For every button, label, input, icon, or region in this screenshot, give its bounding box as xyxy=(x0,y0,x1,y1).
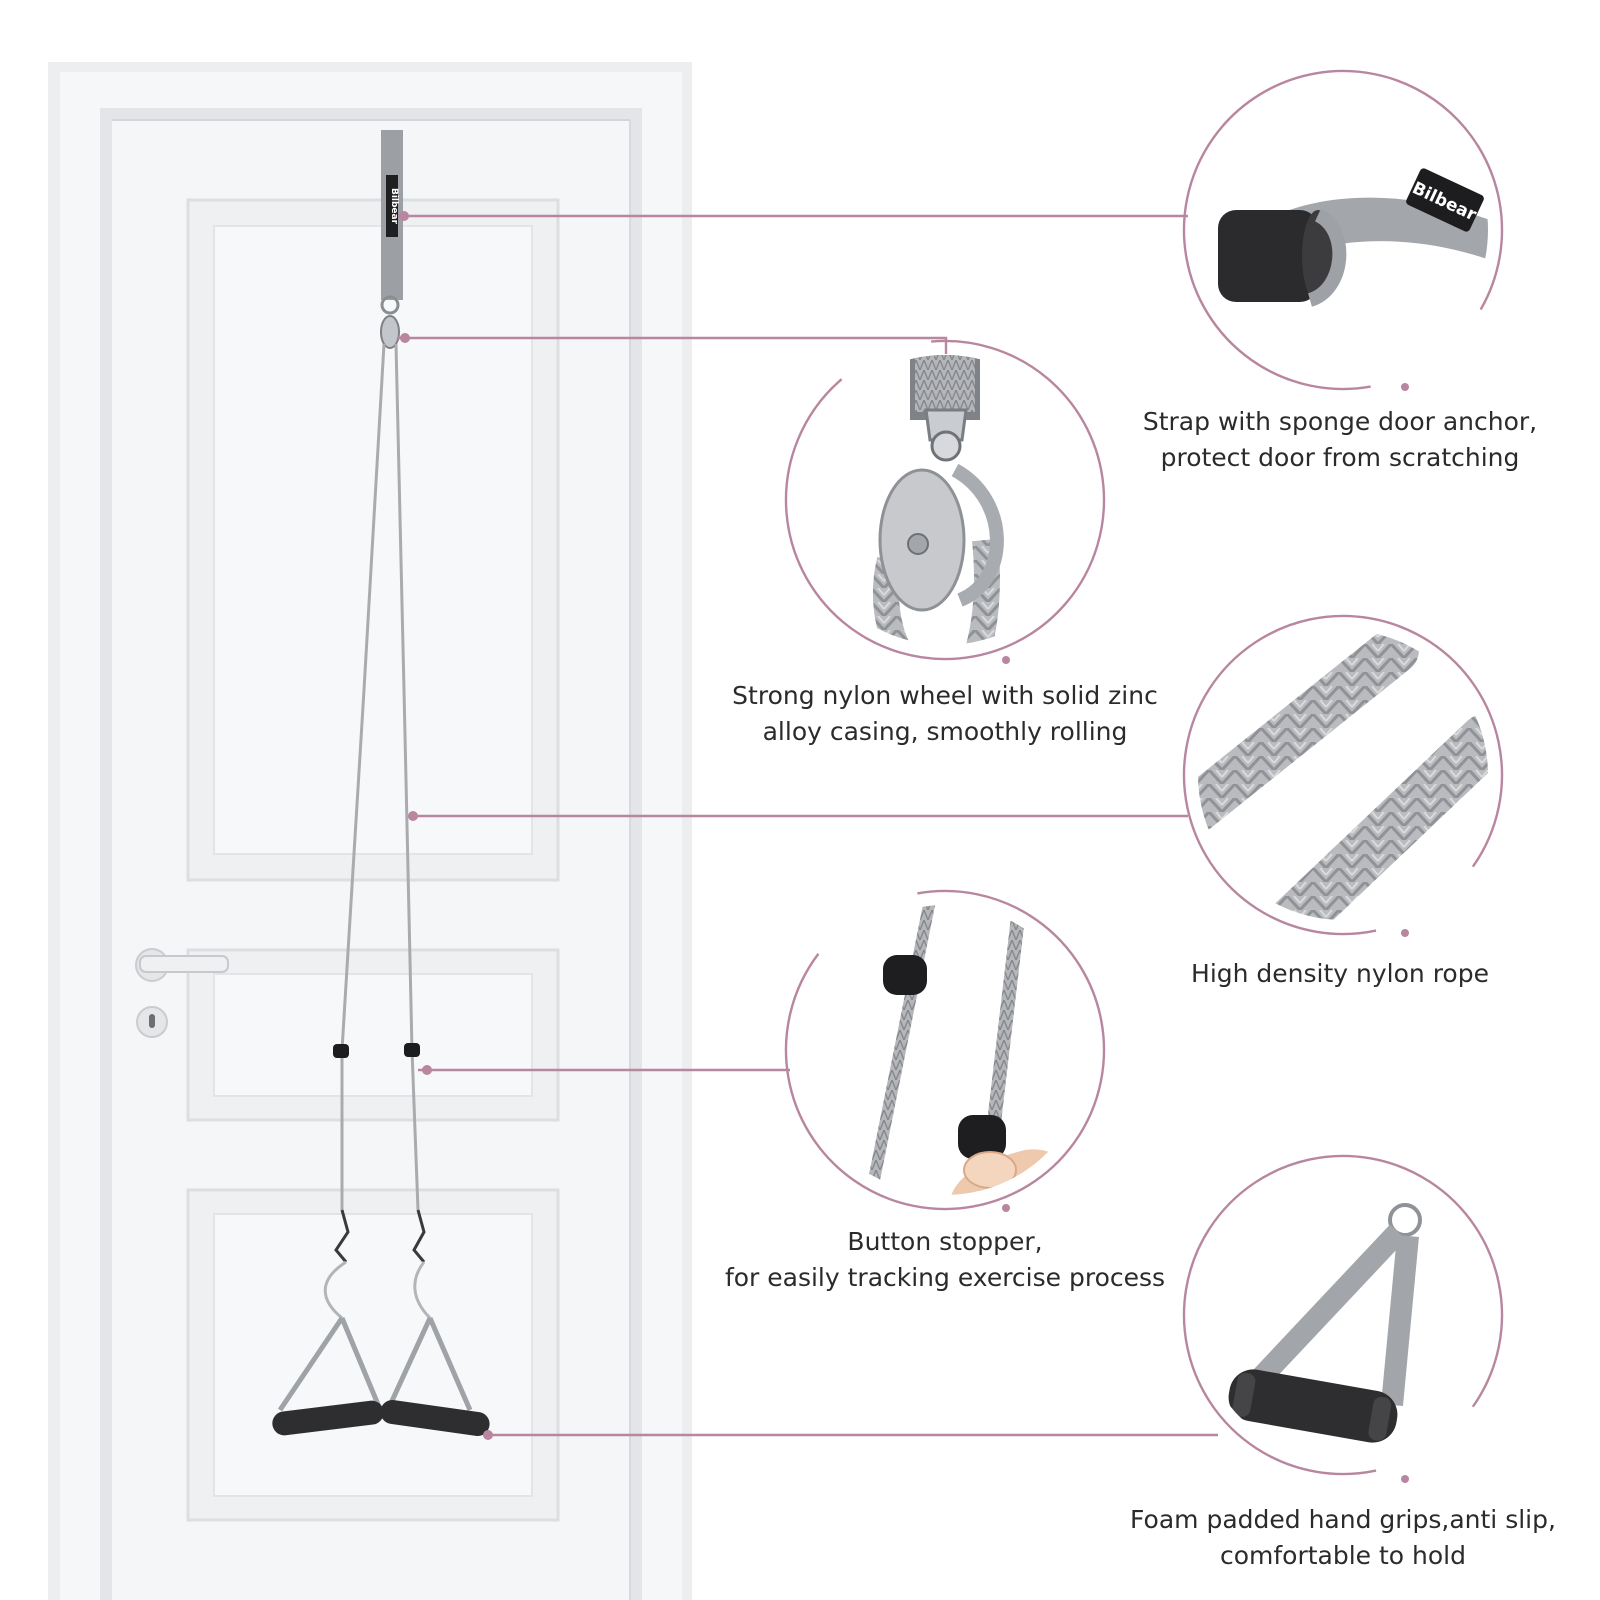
rope-stopper-right xyxy=(404,1043,420,1057)
rope-left xyxy=(340,343,386,1210)
detail-circle-stopper xyxy=(784,889,1106,1211)
caption-strap-line1: Strap with sponge door anchor, xyxy=(1142,407,1538,436)
nylon-rope-lower xyxy=(1259,714,1488,920)
caption-strap: Strap with sponge door anchor, protect d… xyxy=(1140,404,1540,476)
detail-circle-rope xyxy=(1182,614,1504,936)
door-illustration xyxy=(48,62,692,1600)
callout-dots xyxy=(399,211,1409,1483)
door-strap-brand-text: Bilbear xyxy=(389,188,399,225)
caption-pulley: Strong nylon wheel with solid zinc alloy… xyxy=(720,678,1170,750)
pulley-system-illustration: Bilbear xyxy=(272,130,490,1436)
hand-grip-left xyxy=(272,1400,384,1436)
caption-rope-line1: High density nylon rope xyxy=(1191,959,1489,988)
caption-rope: High density nylon rope xyxy=(1150,956,1530,992)
callout-line-pulley xyxy=(398,336,948,354)
foam-hand-grip xyxy=(1228,1369,1398,1443)
nylon-rope-upper xyxy=(1198,630,1419,834)
caption-stopper: Button stopper, for easily tracking exer… xyxy=(705,1224,1185,1296)
caption-pulley-line2: alloy casing, smoothly rolling xyxy=(762,717,1128,746)
button-stopper-lower xyxy=(958,1115,1006,1159)
callout-lines xyxy=(398,214,1218,1437)
rope-stopper-left xyxy=(333,1044,349,1058)
detail-circle-strap: Bilbear xyxy=(1182,69,1504,391)
caption-pulley-line1: Strong nylon wheel with solid zinc xyxy=(732,681,1158,710)
caption-strap-line2: protect door from scratching xyxy=(1160,443,1520,472)
pulley-wheel xyxy=(380,315,400,349)
caption-grips-line2: comfortable to hold xyxy=(1219,1541,1467,1570)
detail-circle-grips xyxy=(1182,1154,1504,1476)
door-handle xyxy=(135,948,229,1038)
caption-grips-line1: Foam padded hand grips,anti slip, xyxy=(1130,1505,1556,1534)
sponge-anchor xyxy=(1218,210,1318,302)
caption-grips: Foam padded hand grips,anti slip, comfor… xyxy=(1118,1502,1568,1574)
caption-stopper-line1: Button stopper, xyxy=(847,1227,1043,1256)
hand-grip-right xyxy=(380,1400,490,1436)
button-stopper-upper xyxy=(883,955,927,995)
caption-stopper-line2: for easily tracking exercise process xyxy=(724,1263,1166,1292)
detail-circle-pulley xyxy=(784,339,1106,661)
rope-right xyxy=(394,343,420,1211)
